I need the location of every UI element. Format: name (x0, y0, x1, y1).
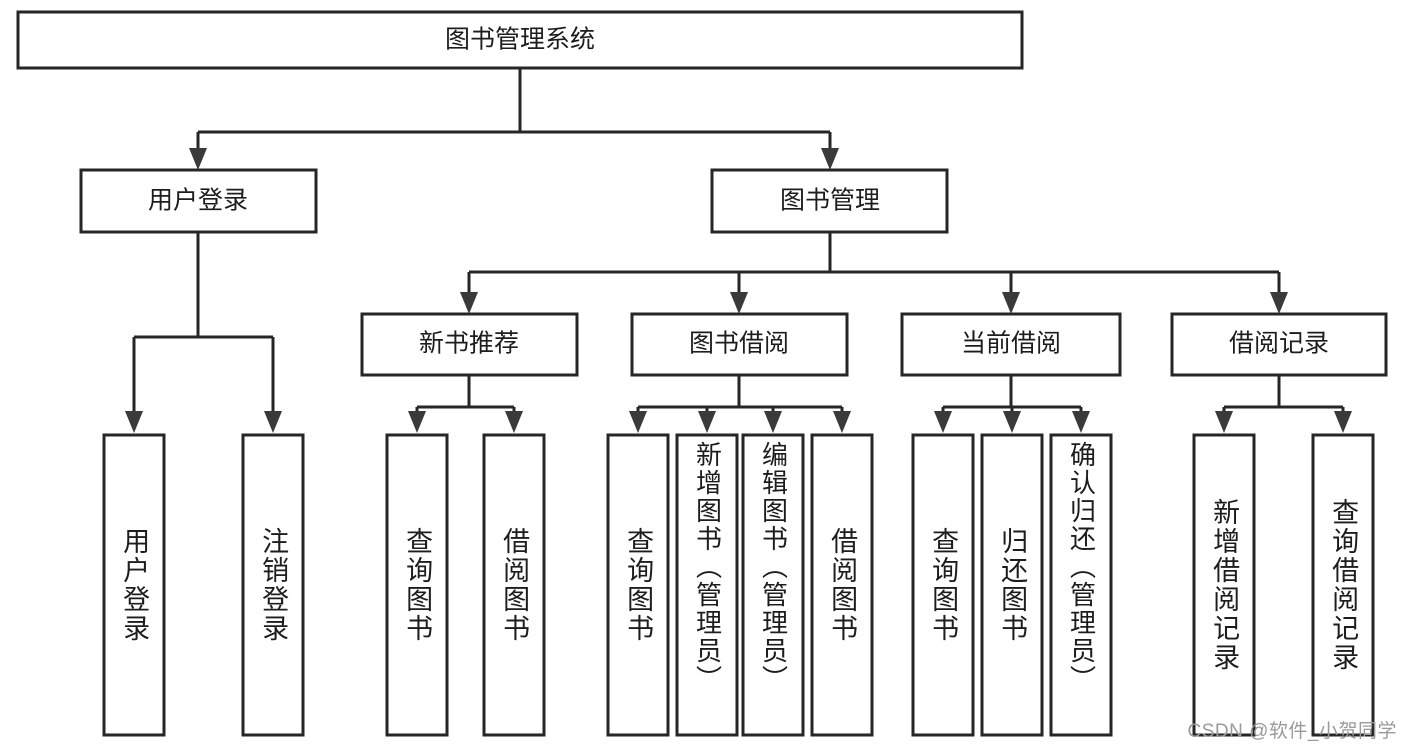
connector-root-to-user-login (189, 132, 207, 170)
node-leaf-borrow-book-2[interactable] (810, 433, 874, 737)
node-leaf-query-book-2[interactable] (606, 433, 670, 737)
connector-bm-to-borrow-record (1270, 272, 1288, 314)
connector-book-management-stem (469, 232, 1279, 274)
connector-bm-to-current-borrow (1002, 272, 1020, 314)
connector-root-to-book-management (821, 132, 839, 170)
node-new-book-recommend[interactable]: 新书推荐 (360, 312, 579, 377)
node-leaf-user-login[interactable] (102, 433, 166, 737)
node-book-borrow[interactable]: 图书借阅 (630, 312, 849, 377)
node-leaf-query-book-1[interactable] (385, 433, 449, 737)
node-leaf-add-book[interactable] (675, 433, 739, 737)
connector-bm-to-new-book-recommend (460, 272, 478, 314)
connector-user-login-stem (125, 232, 282, 433)
node-leaf-confirm-return[interactable] (1049, 433, 1113, 737)
csdn-watermark: CSDN @软件_小贺同学 (1187, 721, 1397, 742)
connector-book-borrow-children (629, 375, 851, 433)
node-leaf-borrow-book-1[interactable] (482, 433, 546, 737)
connector-current-borrow-children (934, 375, 1090, 433)
node-new-book-recommend-label: 新书推荐 (419, 330, 519, 358)
node-current-borrow[interactable]: 当前借阅 (900, 312, 1122, 377)
node-borrow-record-label: 借阅记录 (1229, 330, 1329, 358)
connector-bm-to-book-borrow (730, 272, 748, 314)
node-user-login[interactable]: 用户登录 (79, 168, 318, 234)
node-borrow-record[interactable]: 借阅记录 (1170, 312, 1388, 377)
node-book-management[interactable]: 图书管理 (710, 168, 949, 234)
node-current-borrow-label: 当前借阅 (961, 330, 1061, 358)
node-root[interactable]: 图书管理系统 (16, 10, 1024, 70)
node-leaf-query-record[interactable] (1311, 433, 1375, 737)
node-leaf-return-book[interactable] (980, 433, 1044, 737)
node-user-login-label: 用户登录 (148, 187, 248, 215)
connector-borrow-record-children (1215, 375, 1352, 433)
node-leaf-logout-login[interactable] (241, 433, 305, 737)
connector-new-book-recommend-children (408, 375, 523, 433)
node-book-borrow-label: 图书借阅 (689, 330, 789, 358)
node-book-management-label: 图书管理 (780, 187, 880, 215)
node-leaf-edit-book[interactable] (741, 433, 805, 737)
node-leaf-add-record[interactable] (1192, 433, 1256, 737)
node-leaf-query-book-3[interactable] (911, 433, 975, 737)
node-root-label: 图书管理系统 (445, 26, 595, 54)
